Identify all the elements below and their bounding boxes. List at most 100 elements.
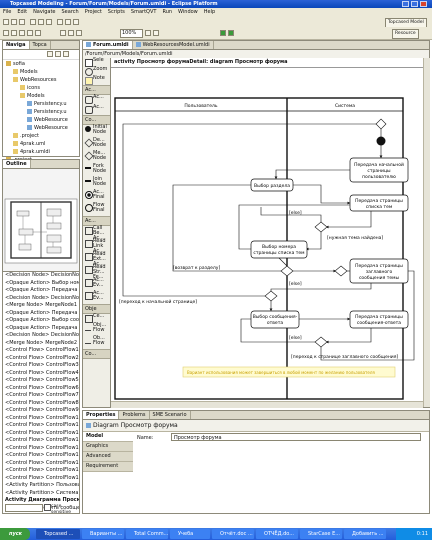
task-topcased[interactable]: Topcased ... — [36, 529, 80, 539]
outline-item[interactable]: <Control Flow> ControlFlow3 — [5, 362, 79, 368]
outline-item[interactable]: Activity Диаграмма Просмотр ф — [5, 497, 79, 503]
diagram-canvas[interactable]: activity Просмотр форумаDetail: diagram … — [111, 58, 429, 407]
zoom-combo[interactable]: 100% — [120, 29, 143, 38]
section-model[interactable]: Model — [83, 432, 133, 442]
minimize-icon[interactable] — [402, 1, 409, 7]
menu-navigate[interactable]: Navigate — [33, 9, 56, 15]
align-icon[interactable] — [60, 30, 66, 36]
outline-thumbnail[interactable] — [3, 169, 79, 272]
palette-activity-final[interactable]: Ac... Final — [83, 190, 110, 203]
navigator-item[interactable]: WebResource — [3, 124, 79, 132]
outline-item[interactable]: <Opaque Action> Передача стра — [5, 309, 79, 316]
merge-node-1[interactable] — [334, 265, 348, 277]
palette-call-behavior[interactable]: Call Be... Ac... — [83, 226, 110, 241]
task-report-doc[interactable]: Отчёт.doc ... — [212, 529, 254, 539]
external-tools-icon[interactable] — [46, 19, 52, 25]
menu-smartqvt[interactable]: SmartQVT — [130, 9, 157, 15]
tab-problems[interactable]: Problems — [119, 411, 150, 419]
forward-icon[interactable] — [73, 19, 79, 25]
outline-item[interactable]: <Opaque Action> Передача стра — [5, 287, 79, 293]
menu-help[interactable]: Help — [203, 9, 216, 15]
palette-note[interactable]: Note — [83, 76, 110, 85]
validate-icon[interactable] — [220, 30, 226, 36]
run-icon[interactable] — [30, 19, 36, 25]
section-graphics[interactable]: Graphics — [83, 442, 133, 452]
outline-item[interactable]: <Control Flow> ControlFlow8 — [5, 399, 79, 406]
palette-section-control[interactable]: Co... — [83, 115, 110, 125]
palette-read-link[interactable]: Read Link Ac... — [83, 239, 110, 254]
palette-accept-event-2[interactable]: Ac... Ev... — [83, 291, 110, 304]
outline-item[interactable]: <Control Flow> ControlFlow18 — [5, 474, 79, 481]
outline-item[interactable]: <Control Flow> ControlFlow2 — [5, 354, 79, 361]
close-icon[interactable] — [420, 1, 427, 7]
new-icon[interactable] — [3, 19, 9, 25]
palette-fork-node[interactable]: Fork Node — [83, 164, 110, 177]
menu-window[interactable]: Window — [178, 9, 198, 15]
back-nav-icon[interactable] — [47, 51, 53, 57]
outline-item[interactable]: <Decision Node> DecisionNode1 — [5, 272, 79, 278]
case-sensitive-checkbox[interactable] — [44, 504, 51, 511]
palette-central-buffer[interactable]: Ce... — [83, 314, 110, 323]
navigator-item[interactable]: icons — [3, 84, 79, 92]
print-icon[interactable] — [19, 19, 25, 25]
horizontal-scrollbar[interactable] — [111, 401, 423, 408]
font-icon[interactable] — [3, 30, 9, 36]
perspective-resource[interactable]: Resource — [392, 29, 419, 39]
task-report2[interactable]: ОТЧЁД.do... — [256, 529, 298, 539]
task-study[interactable]: Учеба — [170, 529, 210, 539]
outline-item[interactable]: <Opaque Action> Выбор сообщен — [5, 317, 79, 323]
palette-object-flow-2[interactable]: Ob... Flow — [83, 336, 110, 349]
back-icon[interactable] — [65, 19, 71, 25]
palette-initial-node[interactable]: Initial Node — [83, 125, 110, 138]
outline-item[interactable]: <Activity Partition> Пользовате — [5, 482, 79, 488]
palette-item-ac1[interactable]: Ac... — [83, 95, 110, 105]
tab-forum-umldi[interactable]: Forum.umldi — [83, 41, 133, 49]
decision-node-1[interactable] — [314, 221, 328, 233]
palette-section-object[interactable]: Obje — [83, 304, 110, 314]
menu-project[interactable]: Project — [84, 9, 102, 15]
palette-object-flow[interactable]: Obj... Flow — [83, 323, 110, 336]
palette-read-str[interactable]: Read Str... Fe... — [83, 265, 110, 280]
zoom-in-icon[interactable] — [145, 30, 151, 36]
outline-item[interactable]: <Control Flow> ControlFlow17 — [5, 467, 79, 473]
outline-item[interactable]: <Control Flow> ControlFlow9 — [5, 407, 79, 413]
bold-icon[interactable] — [27, 30, 33, 36]
palette-merge-node[interactable]: Me... Node — [83, 151, 110, 164]
name-field[interactable]: Просмотр форума — [171, 433, 421, 441]
collapse-all-icon[interactable] — [55, 51, 61, 57]
fill-color-icon[interactable] — [11, 30, 17, 36]
tab-topcased[interactable]: Topca — [30, 41, 51, 49]
zoom-out-icon[interactable] — [153, 30, 159, 36]
action-send-topics[interactable] — [349, 194, 409, 212]
outline-item[interactable]: <Control Flow> ControlFlow12 — [5, 429, 79, 436]
outline-item[interactable]: <Control Flow> ControlFlow16 — [5, 459, 79, 466]
palette-section-activity[interactable]: Ac... — [83, 85, 110, 95]
tab-properties[interactable]: Properties — [83, 411, 120, 419]
outline-item[interactable]: <Control Flow> ControlFlow13 — [5, 437, 79, 443]
menu-scripts[interactable]: Scripts — [107, 9, 125, 15]
italic-icon[interactable] — [35, 30, 41, 36]
outline-item[interactable]: <Control Flow> ControlFlow11 — [5, 422, 79, 428]
outline-item[interactable]: <Control Flow> ControlFlow4 — [5, 369, 79, 376]
outline-search-input[interactable] — [5, 504, 43, 512]
outline-item[interactable]: <Control Flow> ControlFlow10 — [5, 414, 79, 421]
outline-item[interactable]: <Control Flow> ControlFlow15 — [5, 452, 79, 458]
distribute-icon[interactable] — [68, 30, 74, 36]
menu-search[interactable]: Search — [61, 9, 79, 15]
task-starcase[interactable]: StarCase E... — [300, 529, 342, 539]
palette-item-ac2[interactable]: Ac... — [83, 105, 110, 115]
menu-edit[interactable]: Edit — [17, 9, 28, 15]
outline-item[interactable]: <Decision Node> DecisionNode3 — [5, 332, 79, 338]
view-menu-icon[interactable] — [63, 51, 69, 57]
outline-item[interactable]: <Decision Node> DecisionNode2 — [5, 294, 79, 301]
tab-sme-scenario[interactable]: SME Scenario — [150, 411, 191, 419]
decision-node-2[interactable] — [280, 265, 294, 277]
search-icon[interactable] — [57, 19, 63, 25]
initial-node[interactable] — [376, 136, 386, 146]
task-add[interactable]: Добавить ... — [344, 529, 386, 539]
action-send-reply[interactable] — [349, 310, 409, 329]
palette-section-connections[interactable]: Co... — [83, 349, 110, 359]
navigator-item[interactable]: WebResources — [3, 76, 79, 84]
outline-item[interactable]: <Merge Node> MergeNode2 — [5, 339, 78, 346]
palette-section-actions[interactable]: Ac... — [83, 216, 110, 226]
